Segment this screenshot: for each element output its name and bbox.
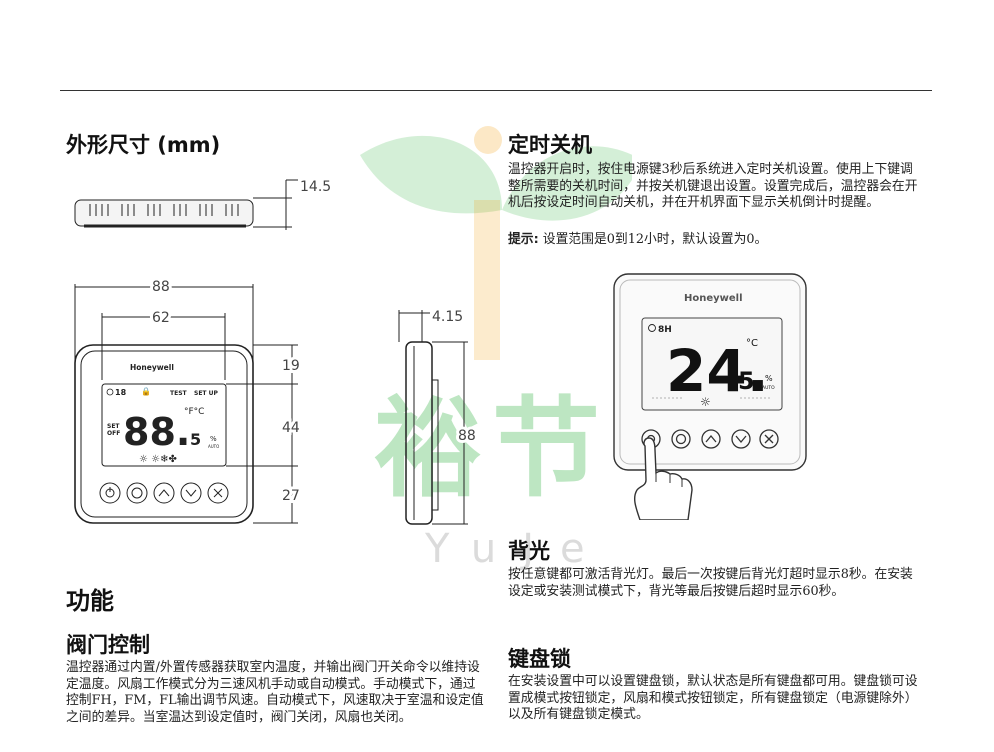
dim-depth-label: 14.5 xyxy=(300,179,331,195)
dimension-drawing: 14.5 88 62 19 44 27 4.15 88 Honeywell 18… xyxy=(74,179,479,525)
sun-snow-fan-icons: ☼ ☼❄✤ xyxy=(139,454,177,465)
photo-temp: 24. xyxy=(666,337,769,405)
photo-fan-icon: % xyxy=(765,374,773,383)
lcd-unit: °F°C xyxy=(184,407,204,417)
lock-icon: 🔒 xyxy=(141,387,151,396)
photo-up-button xyxy=(701,429,721,449)
keylock-title: 键盘锁 xyxy=(508,647,571,671)
lcd-test: TEST xyxy=(170,390,188,397)
watermark-logo xyxy=(352,120,642,580)
dim-inner-label: 62 xyxy=(152,310,170,326)
valve-body: 温控器通过内置/外置传感器获取室内温度，并输出阀门开关命令以维持设定温度。风扇工… xyxy=(66,660,484,725)
keylock-body: 在安装设置中可以设置键盘锁，默认状态是所有键盘都可用。键盘锁可设置成模式按钮锁定… xyxy=(508,674,918,722)
photo-unit: °C xyxy=(746,338,758,349)
watermark-chars: 裕节 xyxy=(374,387,611,512)
backlight-title: 背光 xyxy=(508,539,550,563)
photo-mode-button xyxy=(671,429,691,449)
front-power-button xyxy=(99,482,121,504)
lcd-setup: SET UP xyxy=(194,390,218,397)
photo-fan-button xyxy=(759,429,779,449)
photo-clock-icon xyxy=(648,324,656,332)
lcd-auto: AUTO xyxy=(208,444,219,449)
lcd-off: OFF xyxy=(107,430,120,437)
photo-temp-decimal: 5 xyxy=(738,367,755,395)
photo-brand: Honeywell xyxy=(684,293,743,304)
dim-side-depth-label: 4.15 xyxy=(432,309,463,325)
lcd-decimal: 5 xyxy=(190,430,201,449)
front-up-button xyxy=(153,482,175,504)
timer-tip: 提示: 设置范围是0到12小时，默认设置为0。 xyxy=(508,232,922,249)
tip-label: 提示: xyxy=(508,232,539,247)
photo-lcd xyxy=(641,317,783,411)
top-view-vents xyxy=(89,204,239,216)
timer-body: 温控器开启时，按住电源键3秒后系统进入定时关机设置。使用上下键调整所需要的关机时… xyxy=(508,162,918,210)
front-view-lcd xyxy=(101,383,227,467)
watermark-latin: YuJe xyxy=(425,526,611,572)
lcd-digits: 88. xyxy=(123,410,190,454)
timer-title: 定时关机 xyxy=(508,133,592,157)
dimensions-title: 外形尺寸 (mm) xyxy=(66,133,221,157)
front-fan-button xyxy=(207,482,229,504)
front-mode-button xyxy=(126,482,148,504)
lcd-time: 18 xyxy=(115,388,127,397)
pointing-hand-icon xyxy=(633,437,693,520)
features-title: 功能 xyxy=(66,587,114,615)
dim-height-label: 88 xyxy=(458,428,476,444)
front-down-button xyxy=(180,482,202,504)
photo-down-button xyxy=(731,429,751,449)
lcd-set: SET xyxy=(107,423,120,430)
photo-auto: AUTO xyxy=(762,385,775,391)
side-view-body xyxy=(405,341,433,525)
front-brand: Honeywell xyxy=(130,363,174,372)
dim-mid-label: 44 xyxy=(282,420,300,436)
thermostat-photo: Honeywell 8H 24. 5 °C % AUTO ☼ xyxy=(613,273,807,520)
tip-text: 设置范围是0到12小时，默认设置为0。 xyxy=(538,232,768,247)
valve-title: 阀门控制 xyxy=(66,633,150,657)
header-rule xyxy=(60,90,932,91)
front-view-body xyxy=(74,344,254,524)
dim-bot-label: 27 xyxy=(282,488,300,504)
watermark-leaf-icon xyxy=(360,126,642,360)
backlight-body: 按任意键都可激活背光灯。最后一次按键后背光灯超时显示8秒。在安装设定或安装测试模… xyxy=(508,567,913,599)
photo-timer-text: 8H xyxy=(658,325,672,335)
clock-icon xyxy=(106,388,114,396)
dim-width-label: 88 xyxy=(152,279,170,295)
photo-sun-icon: ☼ xyxy=(700,395,711,409)
dim-top-label: 19 xyxy=(282,358,300,374)
lcd-fan: % xyxy=(210,435,217,443)
